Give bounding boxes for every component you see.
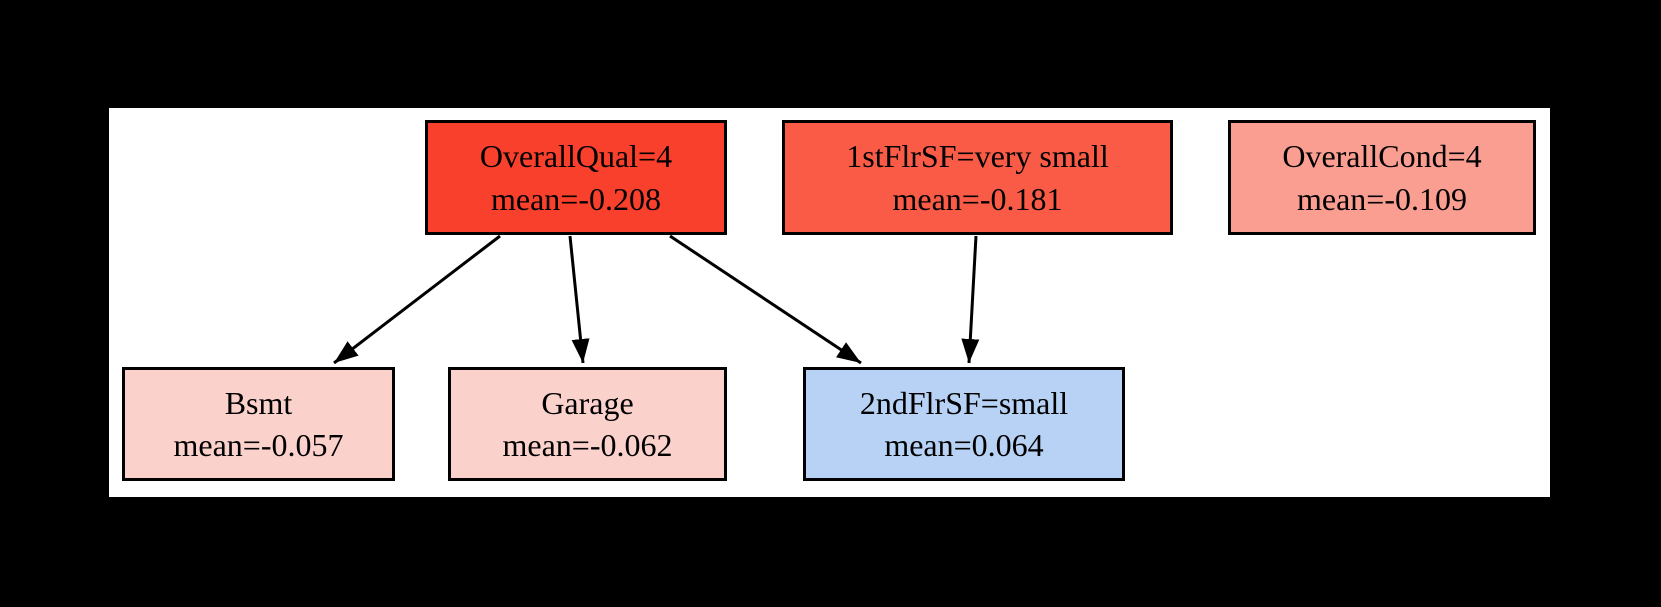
node-mean-value: mean=-0.181 (892, 180, 1063, 217)
edge-overallqual-to-bsmt (333, 234, 501, 365)
edge-overallqual-to-secondflrsf (669, 234, 862, 365)
node-mean-value: mean=-0.057 (173, 427, 344, 463)
node-mean-value: mean=0.064 (884, 427, 1044, 463)
node-mean-value: mean=-0.109 (1297, 180, 1467, 217)
node-mean-value: mean=-0.062 (502, 427, 673, 463)
node-overallqual: OverallQual=4 mean=-0.208 (425, 120, 727, 235)
edge-overallqual-to-garage (568, 235, 590, 364)
node-secondflrsf: 2ndFlrSF=small mean=0.064 (803, 367, 1125, 481)
edge-firstflrsf-to-secondflrsf (961, 235, 980, 364)
node-bsmt: Bsmt mean=-0.057 (122, 367, 395, 481)
node-label: Garage (541, 384, 634, 421)
node-mean-value: mean=-0.208 (491, 180, 661, 217)
node-label: 2ndFlrSF=small (859, 384, 1069, 421)
graph-surface: OverallQual=4 mean=-0.208 1stFlrSF=very sm… (109, 108, 1550, 497)
node-label: 1stFlrSF=very small (846, 138, 1109, 175)
node-label: Bsmt (224, 384, 293, 421)
node-label: OverallQual=4 (479, 138, 673, 175)
node-firstflrsf: 1stFlrSF=very small mean=-0.181 (782, 120, 1173, 235)
node-garage: Garage mean=-0.062 (448, 367, 727, 481)
node-label: OverallCond=4 (1282, 138, 1482, 175)
node-overallcond: OverallCond=4 mean=-0.109 (1228, 120, 1536, 235)
